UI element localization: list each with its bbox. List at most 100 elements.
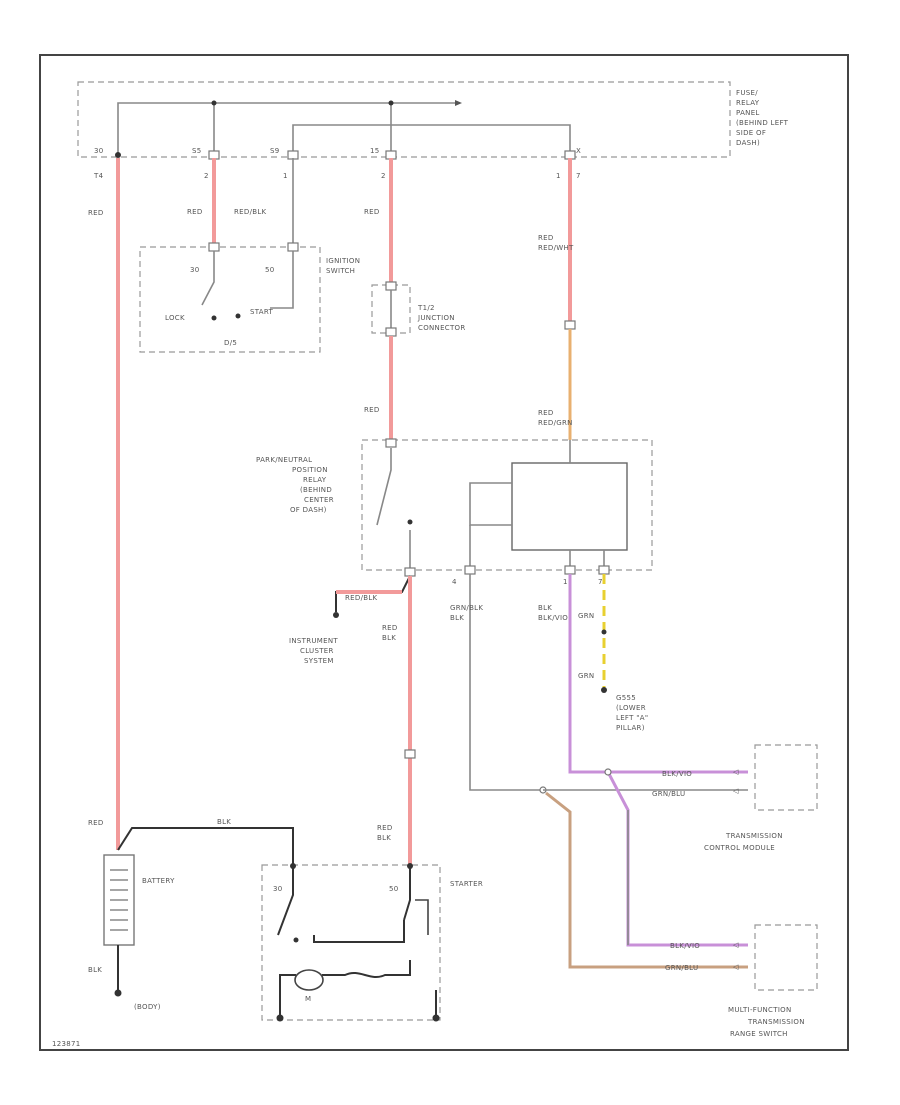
body-ground-node [114, 989, 122, 997]
wire-label-grn-blk: GRN/BLK [450, 604, 483, 612]
wire-label-red: RED [88, 819, 104, 827]
starter-motor-icon [294, 969, 324, 991]
relay-label-1: PARK/NEUTRAL [256, 456, 312, 464]
ground-label-4: PILLAR) [616, 724, 645, 732]
wire-label-blk-vio: BLK/VIO [538, 614, 568, 622]
pin-1b: 1 [556, 172, 561, 180]
ignition-switch-box [139, 246, 321, 353]
mftrs-label-1: MULTI-FUNCTION [728, 1006, 792, 1014]
starter-motor-label: M [305, 995, 311, 1003]
relay-contact [407, 519, 413, 525]
ignition-switch-label-2: SWITCH [326, 267, 355, 275]
cluster-label-1: INSTRUMENT [289, 637, 338, 645]
outer-frame [39, 54, 849, 1051]
fuse-box-label-4: (BEHIND LEFT [736, 119, 789, 127]
ground-label-3: LEFT "A" [616, 714, 648, 722]
ignition-switch-label-1: IGNITION [326, 257, 360, 265]
splice [604, 768, 612, 776]
relay-coil-link [469, 482, 512, 526]
starter-term-50: 50 [389, 885, 399, 893]
connector [287, 242, 299, 252]
mftrs-label-3: RANGE SWITCH [730, 1030, 788, 1038]
connector [404, 567, 416, 577]
ground-splice [601, 629, 607, 635]
relay-coil [511, 462, 628, 551]
ign-contact-lock [211, 315, 217, 321]
relay-pin-1: 1 [563, 578, 568, 586]
connector [464, 565, 476, 575]
wire-label-blk: BLK [88, 966, 102, 974]
tcm-conn-icon: ◁ [733, 787, 739, 795]
junction-label-1: T1/2 [417, 304, 435, 312]
wire-label-red: RED [187, 208, 203, 216]
starter-motor-line [279, 960, 411, 1018]
fuse-box-label-5: SIDE OF [736, 129, 766, 137]
wire-label-grn: GRN [578, 612, 594, 620]
ign-label-start: START [250, 308, 274, 316]
connector [208, 150, 220, 160]
cluster-label-2: CLUSTER [300, 647, 334, 655]
starter-term-30: 30 [273, 885, 283, 893]
starter-solenoid-coil [415, 899, 429, 935]
wire-blk-battery-starter [117, 827, 294, 865]
starter-solenoid-line [313, 920, 405, 943]
wire-label-red: RED [377, 824, 393, 832]
connector [598, 565, 610, 575]
cluster-node [333, 612, 339, 618]
fuse-relay-panel-box [77, 81, 731, 158]
fuse-box-label-2: RELAY [736, 99, 760, 107]
pin-1a: 1 [283, 172, 288, 180]
relay-label-3: RELAY [303, 476, 327, 484]
ign-start-line [270, 251, 294, 309]
connector-node [115, 152, 121, 158]
wire-label-red: RED [364, 406, 380, 414]
fuse-pin-15: 15 [370, 147, 380, 155]
battery-cells-icon [110, 869, 128, 931]
fuse-box-label-6: DASH) [736, 139, 760, 147]
wire-label-blk: BLK [450, 614, 464, 622]
connector [287, 150, 299, 160]
wire-label-red-grn: RED/GRN [538, 419, 573, 427]
connector [385, 150, 397, 160]
ground-label-2: (LOWER [616, 704, 646, 712]
mftrs-conn-icon: ◁ [733, 941, 739, 949]
connector [404, 749, 416, 759]
wire-label-red: RED [88, 209, 104, 217]
pin-2a: 2 [204, 172, 209, 180]
pin-2b: 2 [381, 172, 386, 180]
wire-blk-vio [568, 574, 748, 774]
fuse-pin-s5: S5 [192, 147, 202, 155]
wire-label-red: RED [364, 208, 380, 216]
tcm-label-1: TRANSMISSION [725, 832, 783, 840]
bus-arrow-icon [455, 100, 462, 106]
fuse-pin-30: 30 [94, 147, 104, 155]
connector [385, 327, 397, 337]
body-ground-label: (BODY) [134, 1003, 161, 1011]
wire-label-red-wht: RED/WHT [538, 244, 574, 252]
fuse-box-label-3: PANEL [736, 109, 760, 117]
ign-contact-start [235, 313, 241, 319]
ground-node [601, 687, 607, 693]
pin-7: 7 [576, 172, 581, 180]
park-neutral-relay-box [361, 439, 653, 571]
connector [385, 281, 397, 291]
junction-label-3: CONNECTOR [418, 324, 466, 332]
tcm-wire-label-2: GRN/BLU [652, 790, 685, 798]
relay-label-5: CENTER [304, 496, 334, 504]
tcm-box [754, 744, 818, 811]
fuse-pin-x: X [576, 147, 581, 155]
wire-label-red-blk: RED/BLK [234, 208, 267, 216]
relay-label-6: OF DASH) [290, 506, 327, 514]
ground-label-1: G555 [616, 694, 636, 702]
connector [564, 150, 576, 160]
ign-label-lock: LOCK [165, 314, 185, 322]
bus-node [211, 100, 217, 106]
wire-label-blk: BLK [538, 604, 552, 612]
ign-switch-blade [201, 251, 215, 306]
wire-grn-blu-mftrs [545, 791, 748, 969]
relay-pin-4: 4 [452, 578, 457, 586]
wire-label-blk: BLK [382, 634, 396, 642]
mftrs-conn-icon: ◁ [733, 963, 739, 971]
